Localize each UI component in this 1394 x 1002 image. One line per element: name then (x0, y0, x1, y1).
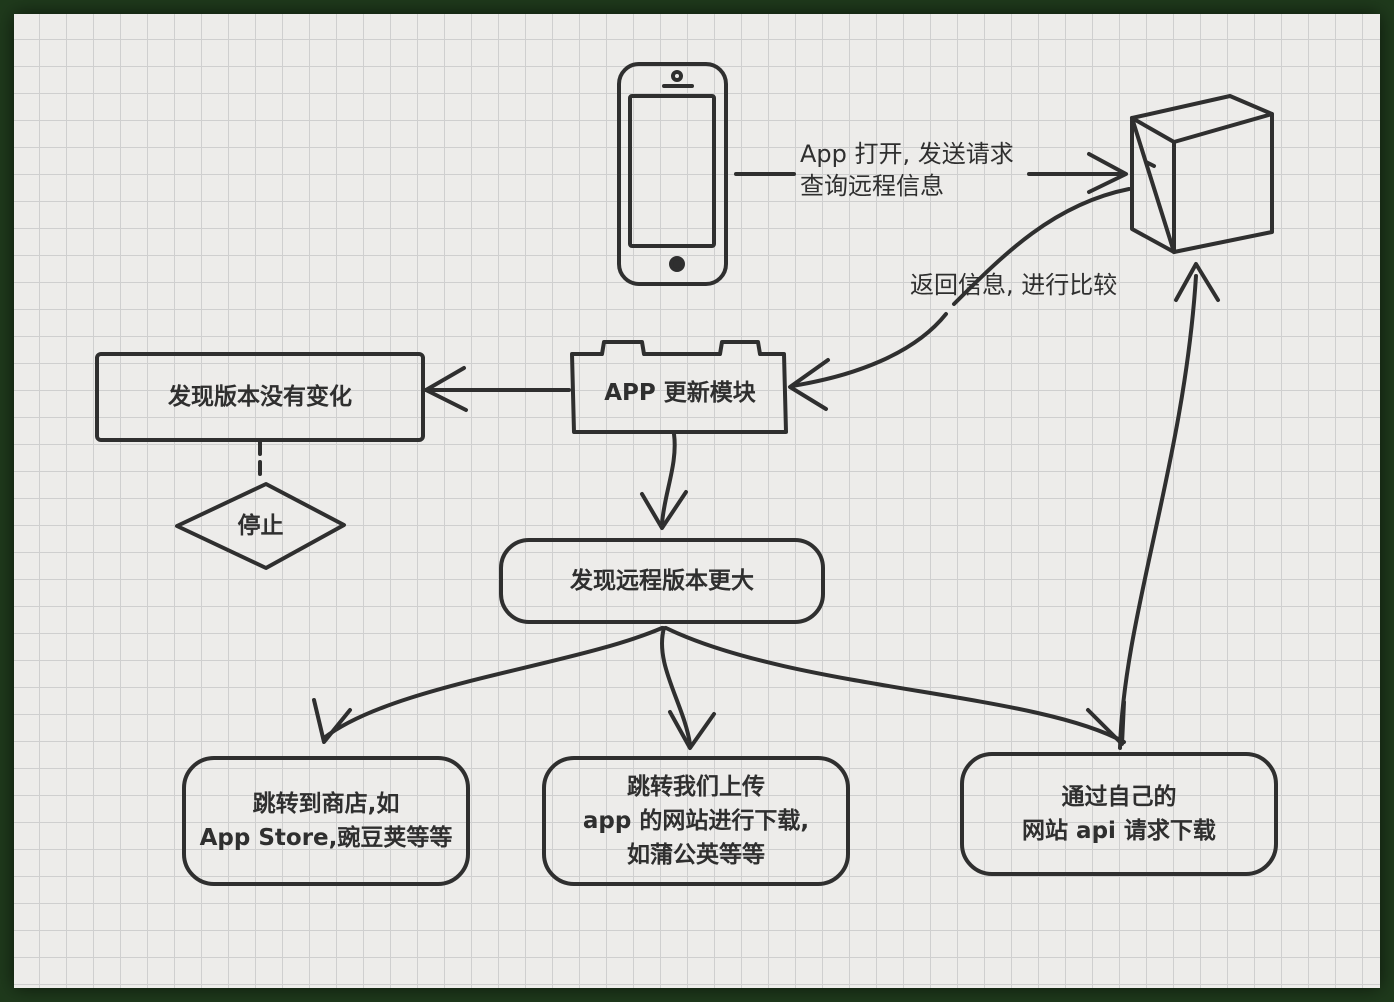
update-module: APP 更新模块 (604, 380, 756, 406)
diagram-lines (95, 62, 1278, 886)
option-upload-shape (542, 756, 850, 886)
return-label: 返回信息, 进行比较 (910, 271, 1118, 299)
remote-bigger-box: 发现远程版本更大 (570, 568, 754, 594)
request-label: App 打开, 发送请求 查询远程信息 (800, 140, 1014, 200)
diagram-canvas: App 打开, 发送请求 查询远程信息 返回信息, 进行比较 APP 更新模块 … (14, 14, 1380, 988)
stop-node: 停止 (237, 513, 284, 539)
update-module-shape (570, 340, 788, 434)
request-arrow (734, 152, 1128, 194)
api-up-arrow (1118, 262, 1220, 750)
option-api-box: 通过自己的 网站 api 请求下载 (1022, 784, 1216, 844)
no-change-arrow (424, 366, 571, 412)
server-icon (1130, 94, 1274, 254)
phone-icon (617, 62, 728, 286)
stop-diamond (175, 482, 346, 570)
remote-bigger-box-shape (499, 538, 825, 624)
return-arrow (788, 187, 1131, 411)
option-store-shape (182, 756, 470, 886)
option-store-box: 跳转到商店,如 App Store,豌豆荚等等 (199, 791, 453, 851)
branch-arrows (312, 626, 1126, 750)
module-down-arrow (640, 432, 688, 530)
no-change-box: 发现版本没有变化 (168, 384, 352, 410)
option-upload-box: 跳转我们上传 app 的网站进行下载, 如蒲公英等等 (582, 774, 810, 868)
option-api-shape (960, 752, 1278, 876)
